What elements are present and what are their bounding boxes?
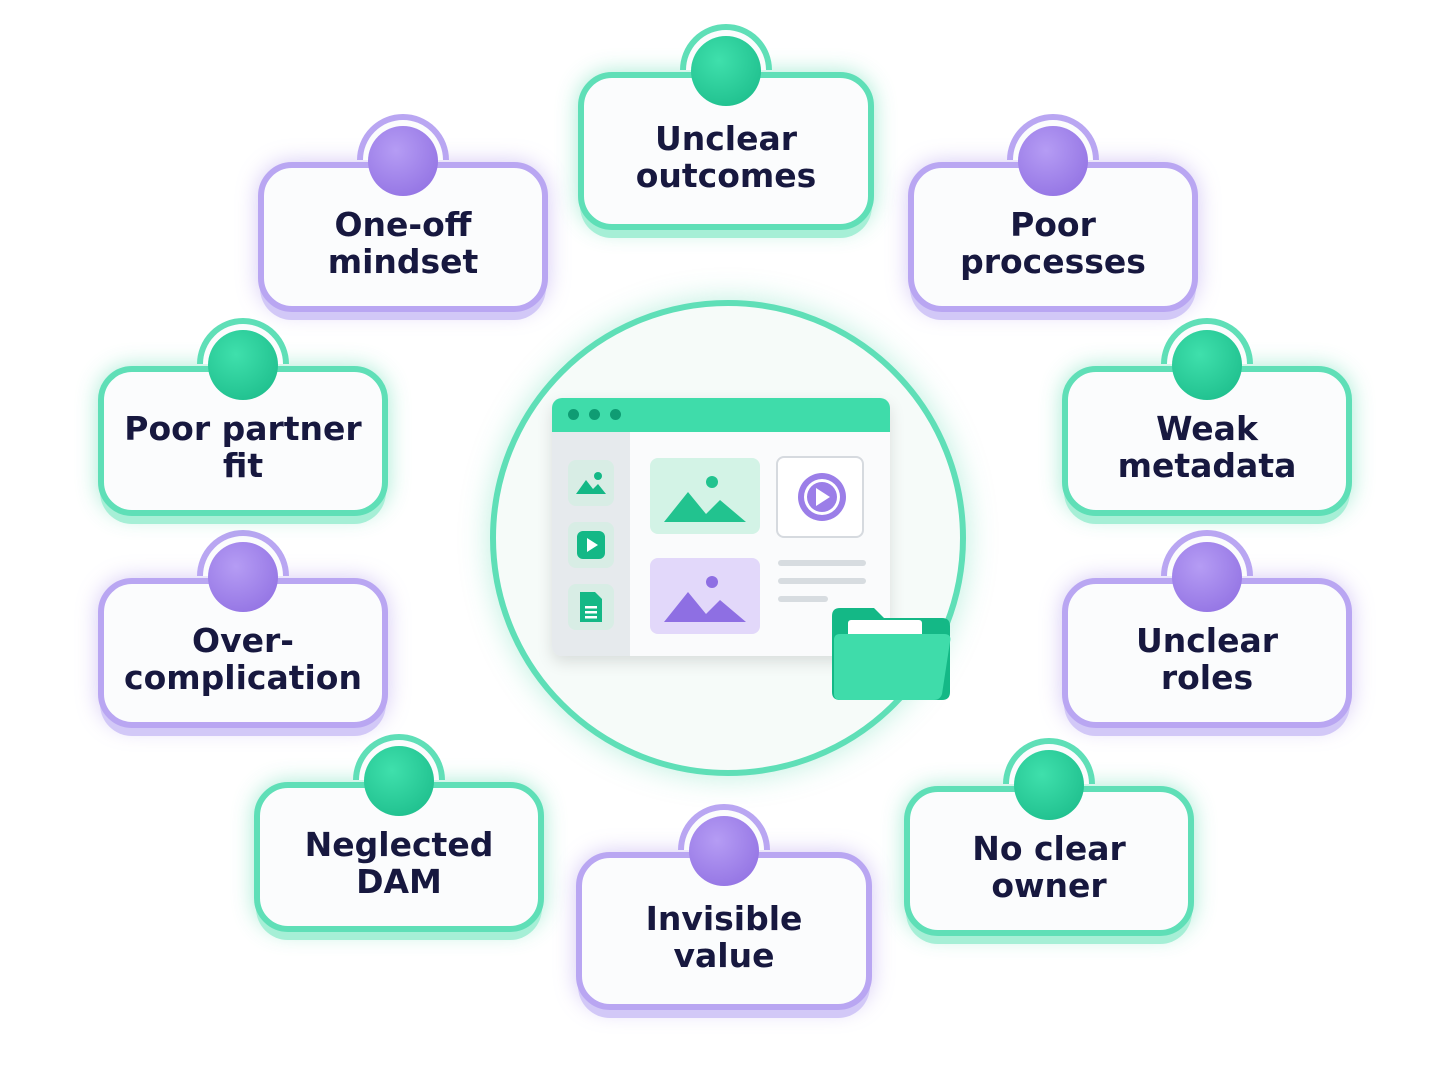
node-unclear-outcomes: Unclear outcomes (578, 24, 874, 230)
node-label: Neglected DAM (304, 825, 494, 901)
node-unclear-roles: Unclear roles (1062, 530, 1352, 728)
window-dot (610, 409, 621, 420)
node-label: No clear owner (972, 829, 1126, 905)
video-thumbnail (776, 456, 864, 538)
green-dot-icon (1172, 330, 1242, 400)
node-poor-processes: Poor processes (908, 114, 1198, 312)
node-weak-metadata: Weak metadata (1062, 318, 1352, 516)
folder-icon (830, 606, 954, 706)
purple-dot-icon (689, 816, 759, 886)
document-icon (568, 584, 614, 630)
green-dot-icon (364, 746, 434, 816)
green-dot-icon (208, 330, 278, 400)
purple-dot-icon (208, 542, 278, 612)
text-line (778, 578, 866, 584)
image-thumbnail (650, 558, 760, 634)
node-label: Unclear outcomes (635, 119, 817, 195)
purple-dot-icon (368, 126, 438, 196)
green-dot-icon (1014, 750, 1084, 820)
node-invisible-value: Invisible value (576, 804, 872, 1010)
node-label: Unclear roles (1135, 621, 1279, 697)
node-label: Over- complication (124, 621, 362, 697)
node-label: Invisible value (645, 899, 803, 975)
image-icon (568, 460, 614, 506)
purple-dot-icon (1172, 542, 1242, 612)
node-label: Poor partner fit (124, 409, 362, 485)
node-poor-partner-fit: Poor partner fit (98, 318, 388, 516)
node-label: One-off mindset (327, 205, 479, 281)
node-label: Weak metadata (1117, 409, 1297, 485)
text-line (778, 560, 866, 566)
image-thumbnail (650, 458, 760, 534)
asset-browser-illustration (552, 398, 890, 656)
video-icon (568, 522, 614, 568)
node-no-clear-owner: No clear owner (904, 738, 1194, 936)
node-neglected-dam: Neglected DAM (254, 734, 544, 932)
purple-dot-icon (1018, 126, 1088, 196)
window-sidebar (552, 432, 630, 656)
node-over-complication: Over- complication (98, 530, 388, 728)
green-dot-icon (691, 36, 761, 106)
window-dot (568, 409, 579, 420)
node-one-off-mindset: One-off mindset (258, 114, 548, 312)
node-label: Poor processes (960, 205, 1146, 281)
text-line (778, 596, 828, 602)
window-dot (589, 409, 600, 420)
window-title-bar (552, 398, 890, 432)
